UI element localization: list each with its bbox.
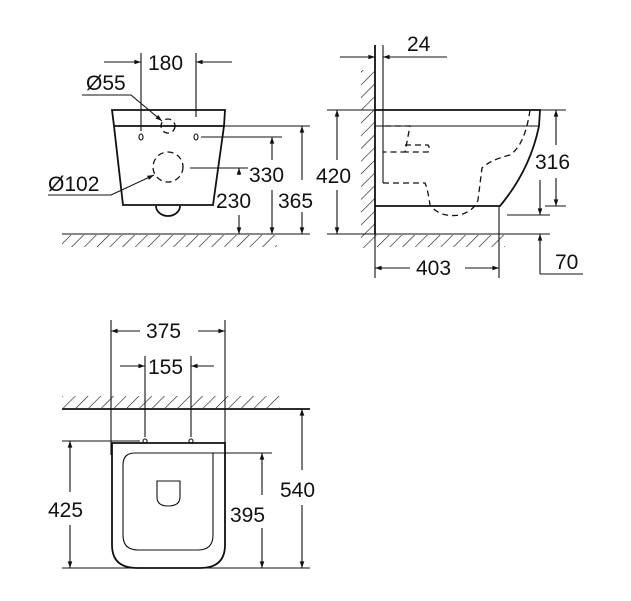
inlet-circle [160,118,176,134]
wall-hatch [62,396,280,408]
top-view: 375 155 425 395 540 [48,320,315,569]
dim-d55: Ø55 [86,72,126,95]
bowl-hidden-line [383,109,531,217]
dim-420: 420 [316,165,351,188]
fixing-hole [193,133,199,141]
dim-365: 365 [278,190,313,213]
dim-425: 425 [48,499,83,522]
dim-375: 375 [146,320,181,343]
front-view: 180 Ø55 Ø102 330 230 365 [48,52,313,247]
dim-330: 330 [249,164,284,187]
fixing-hole [138,133,144,141]
side-view: 24 420 316 70 403 [316,33,583,280]
dim-d102: Ø102 [48,173,99,196]
dim-395: 395 [230,504,265,527]
floor-hatch [375,235,505,247]
dim-155: 155 [148,356,183,379]
seat-opening [122,452,214,551]
dim-180: 180 [148,52,183,75]
inlet-hidden-line [383,125,431,153]
wc-outlet [155,205,181,217]
dim-403: 403 [416,257,451,280]
waste-circle [152,151,184,183]
dim-540: 540 [280,479,315,502]
seat-hinge-lid [156,480,181,507]
dim-70: 70 [555,251,578,274]
dim-316: 316 [535,151,570,174]
wc-body-front [110,109,226,206]
dim-24: 24 [407,33,431,56]
wc-body-side [375,109,541,207]
wall-hatch [361,70,375,248]
floor-hatch [62,235,277,247]
dim-230: 230 [216,190,251,213]
